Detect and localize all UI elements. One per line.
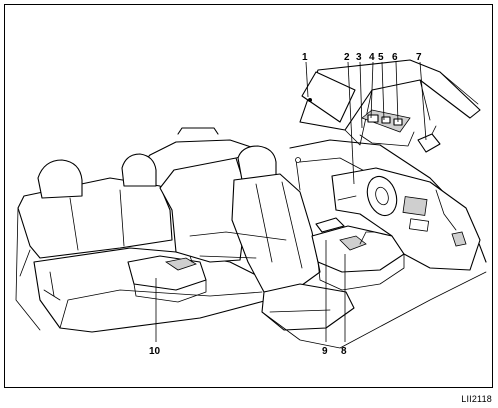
rear-armrest [127,255,207,303]
callout-10: 10 [149,346,161,357]
dashboard [331,167,481,271]
center-console [311,217,405,291]
callout-2: 2 [344,52,350,63]
callout-6: 6 [392,52,398,63]
callout-labels: 1 2 3 4 5 6 7 8 9 10 [149,52,422,357]
callout-8: 8 [341,346,347,357]
figure-frame [4,4,493,388]
callout-7: 7 [416,52,422,63]
floor-line [261,271,487,349]
front-seat [231,145,355,331]
door-panel [189,157,301,259]
callout-9: 9 [322,346,328,357]
figure-code: LII2118 [461,394,492,404]
overhead-console [359,109,415,147]
grab-handle [177,127,219,135]
rear-seat-cushion [15,207,269,333]
callout-1: 1 [302,52,308,63]
callout-5: 5 [378,52,384,63]
callout-3: 3 [356,52,362,63]
callout-4: 4 [369,52,375,63]
rear-seat-back [17,153,173,277]
leader-lines [155,61,427,342]
sun-visor [301,71,356,123]
rearview-mirror [417,125,441,153]
